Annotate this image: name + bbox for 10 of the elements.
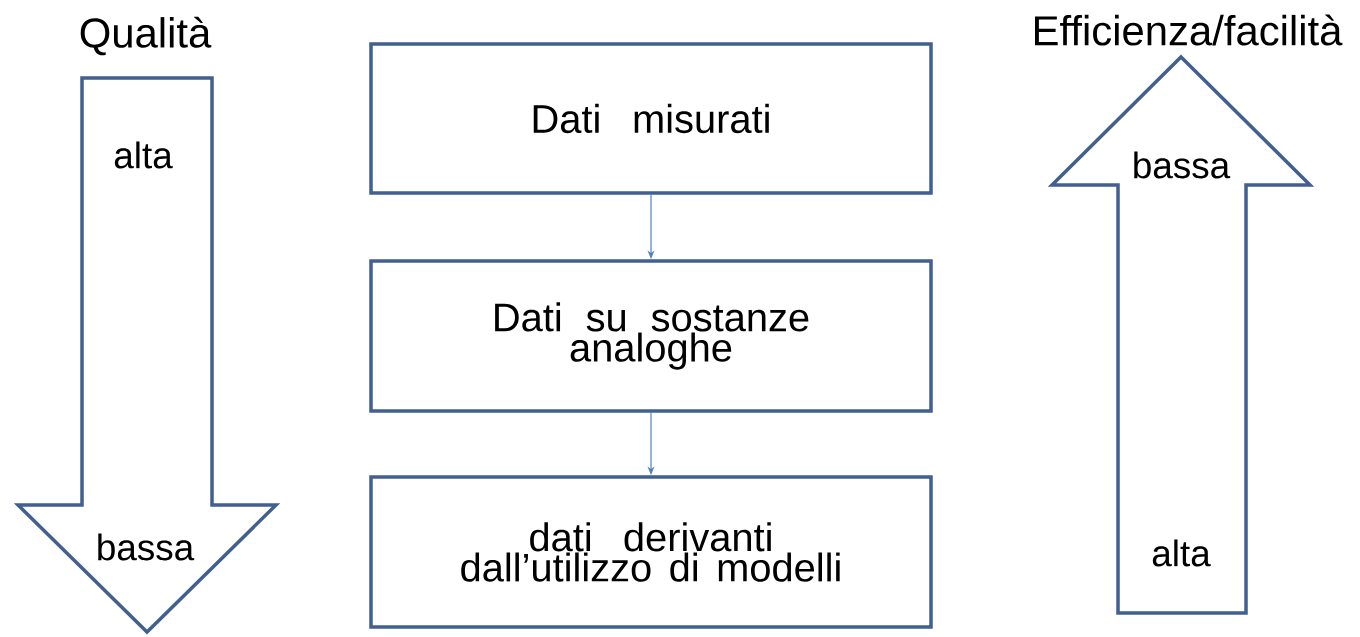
process-box: Dati su sostanze analoghe	[369, 259, 933, 413]
arrow-label: bassa	[98, 533, 195, 561]
arrow-label: alta	[1152, 539, 1211, 567]
down-arrow	[13, 76, 281, 635]
arrow-heading: Efficienza/facilità	[1035, 14, 1343, 46]
process-box: Dati misurati	[369, 42, 933, 195]
arrow-label: alta	[114, 141, 173, 169]
arrow-heading: Qualità	[80, 16, 212, 56]
arrow-label: bassa	[1134, 151, 1231, 179]
process-box: dati derivanti dall’utilizzo di modelli	[369, 475, 933, 629]
